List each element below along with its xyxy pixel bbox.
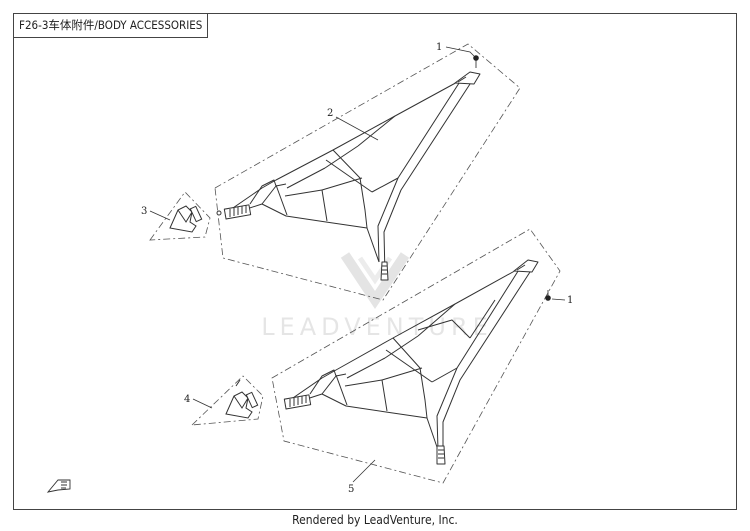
diagram-title: F26-3车体附件/BODY ACCESSORIES xyxy=(13,13,209,38)
leader-1-lower xyxy=(551,298,566,301)
callout-2: 2 xyxy=(327,108,333,119)
leader-2 xyxy=(335,116,379,141)
render-credit: Rendered by LeadVenture, Inc. xyxy=(292,513,458,527)
leader-3 xyxy=(149,210,171,221)
group-outline-upper xyxy=(214,43,521,301)
fastener-part-1-lower xyxy=(545,290,551,301)
group-outline-part-3 xyxy=(149,191,211,241)
side-net-upper xyxy=(223,71,481,281)
callout-1-lower: 1 xyxy=(567,295,573,306)
clip-part-4 xyxy=(225,379,259,419)
side-net-lower xyxy=(283,259,539,465)
leader-4 xyxy=(192,398,213,409)
callout-3: 3 xyxy=(141,206,147,217)
group-outline-lower xyxy=(271,228,561,484)
leader-1-upper xyxy=(445,46,475,57)
callout-4: 4 xyxy=(184,394,190,405)
callout-5: 5 xyxy=(348,484,354,495)
callout-1-upper: 1 xyxy=(436,42,442,53)
fastener-part-1-upper xyxy=(473,55,479,68)
diagram-frame xyxy=(13,13,737,510)
group-outline-part-4 xyxy=(190,375,264,426)
front-arrow-icon xyxy=(46,479,71,493)
leader-5 xyxy=(352,459,376,483)
clip-part-3 xyxy=(169,205,222,233)
watermark-text: LEADVENTURE xyxy=(261,313,493,341)
